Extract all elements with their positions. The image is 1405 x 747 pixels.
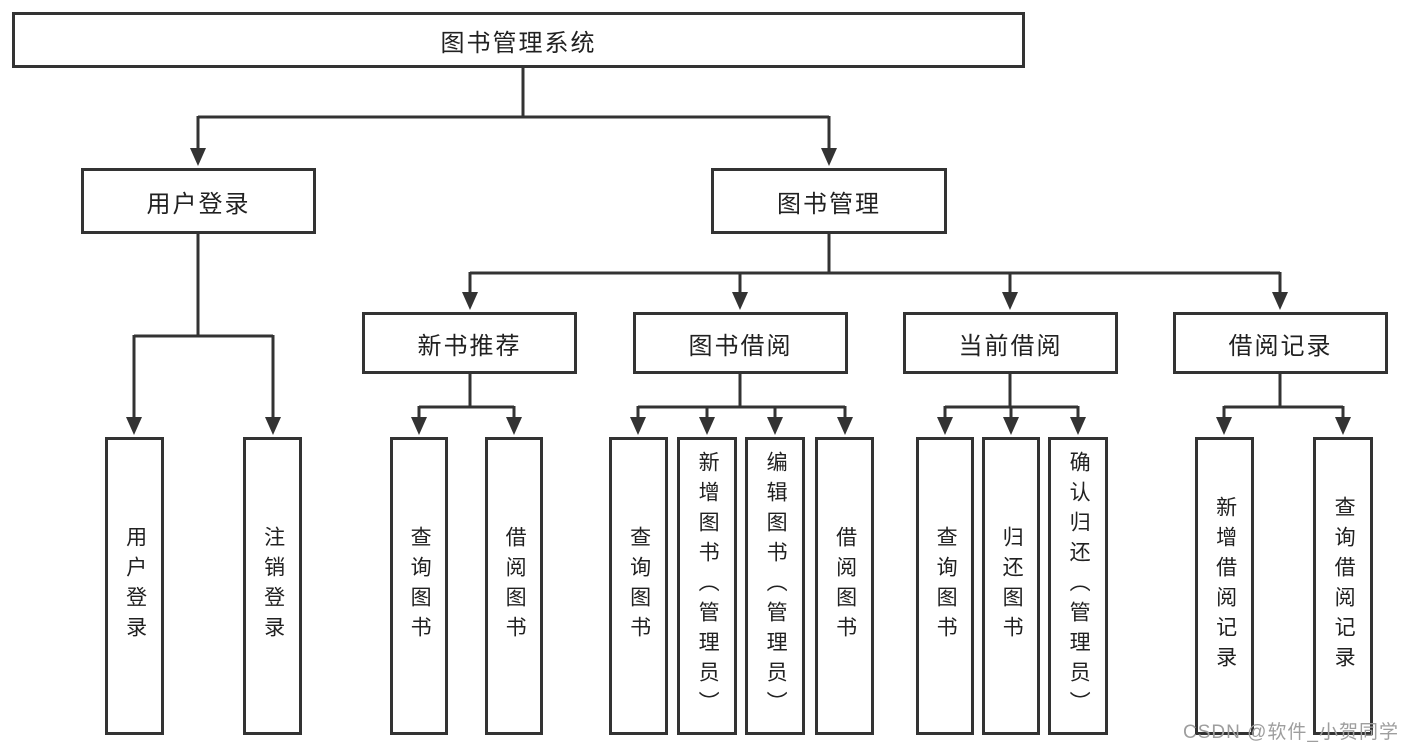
- node-new-book-recommendation: 新书推荐: [362, 312, 577, 374]
- node-book-management: 图书管理: [711, 168, 947, 234]
- leaf-label: 查询借阅记录: [1332, 496, 1356, 676]
- node-library-management-system: 图书管理系统: [12, 12, 1025, 68]
- leaf-label: 新增借阅记录: [1213, 496, 1237, 676]
- node-user-login: 用户登录: [81, 168, 316, 234]
- node-current-borrowing: 当前借阅: [903, 312, 1118, 374]
- leaf-label: 注销登录: [261, 526, 285, 646]
- leaf-label: 新增图书（管理员）: [696, 451, 720, 721]
- leaf-query-books-borrowing: 查询图书: [609, 437, 668, 735]
- leaf-add-borrow-record: 新增借阅记录: [1195, 437, 1254, 735]
- leaf-query-borrow-record: 查询借阅记录: [1313, 437, 1373, 735]
- leaf-borrow-books-borrowing: 借阅图书: [815, 437, 874, 735]
- leaf-user-login: 用户登录: [105, 437, 164, 735]
- watermark-text: CSDN @软件_小贺同学: [1183, 722, 1399, 743]
- leaf-label: 确认归还（管理员）: [1067, 451, 1091, 721]
- leaf-label: 用户登录: [123, 526, 147, 646]
- leaf-confirm-return-admin: 确认归还（管理员）: [1048, 437, 1108, 735]
- leaf-label: 查询图书: [934, 526, 958, 646]
- leaf-add-book-admin: 新增图书（管理员）: [677, 437, 737, 735]
- leaf-label: 归还图书: [1000, 526, 1024, 646]
- leaf-query-books-recommend: 查询图书: [390, 437, 448, 735]
- leaf-query-books-current: 查询图书: [916, 437, 974, 735]
- leaf-borrow-books-recommend: 借阅图书: [485, 437, 543, 735]
- node-book-borrowing: 图书借阅: [633, 312, 848, 374]
- leaf-logout: 注销登录: [243, 437, 302, 735]
- leaf-label: 查询图书: [408, 526, 432, 646]
- leaf-return-books: 归还图书: [982, 437, 1040, 735]
- leaf-label: 编辑图书（管理员）: [764, 451, 788, 721]
- leaf-edit-book-admin: 编辑图书（管理员）: [745, 437, 805, 735]
- leaf-label: 借阅图书: [833, 526, 857, 646]
- leaf-label: 查询图书: [627, 526, 651, 646]
- leaf-label: 借阅图书: [503, 526, 527, 646]
- node-borrowing-records: 借阅记录: [1173, 312, 1388, 374]
